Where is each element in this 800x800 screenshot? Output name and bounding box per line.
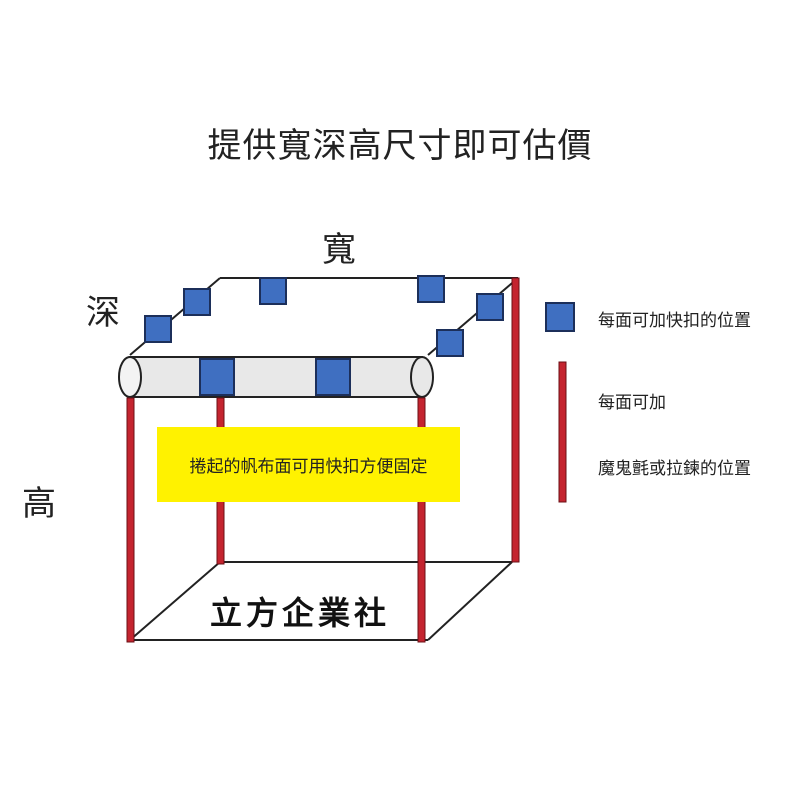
buckle-icon	[199, 358, 235, 396]
rolled-canvas	[118, 356, 434, 398]
depth-label: 深	[86, 293, 120, 333]
company-name: 立方企業社	[209, 594, 390, 632]
buckle-icon	[183, 288, 211, 316]
buckle-icon	[144, 315, 172, 343]
strip-front-left	[126, 397, 135, 643]
buckle-icon	[436, 329, 464, 357]
legend-buckle-label: 每面可加快扣的位置	[598, 311, 751, 331]
legend-strip-icon	[558, 361, 567, 503]
buckle-icon	[315, 358, 351, 396]
strip-back-right	[511, 277, 520, 563]
note-box: 捲起的帆布面可用快扣方便固定	[157, 427, 460, 502]
strip-front-right	[417, 397, 426, 643]
page-title: 提供寬深高尺寸即可估價	[207, 126, 593, 166]
legend-buckle-icon	[545, 302, 575, 332]
buckle-icon	[417, 275, 445, 303]
buckle-icon	[476, 293, 504, 321]
height-label: 高	[22, 484, 56, 524]
buckles	[144, 275, 504, 396]
buckle-icon	[259, 277, 287, 305]
legend-strip-label-line2: 魔鬼氈或拉鍊的位置	[598, 459, 751, 479]
frame-edge-right-bottom	[427, 561, 513, 641]
legend-strip-label-line1: 每面可加	[598, 393, 666, 413]
width-label: 寬	[322, 230, 356, 270]
frame-edge-left-bottom	[129, 561, 221, 641]
note-text: 捲起的帆布面可用快扣方便固定	[189, 457, 428, 477]
